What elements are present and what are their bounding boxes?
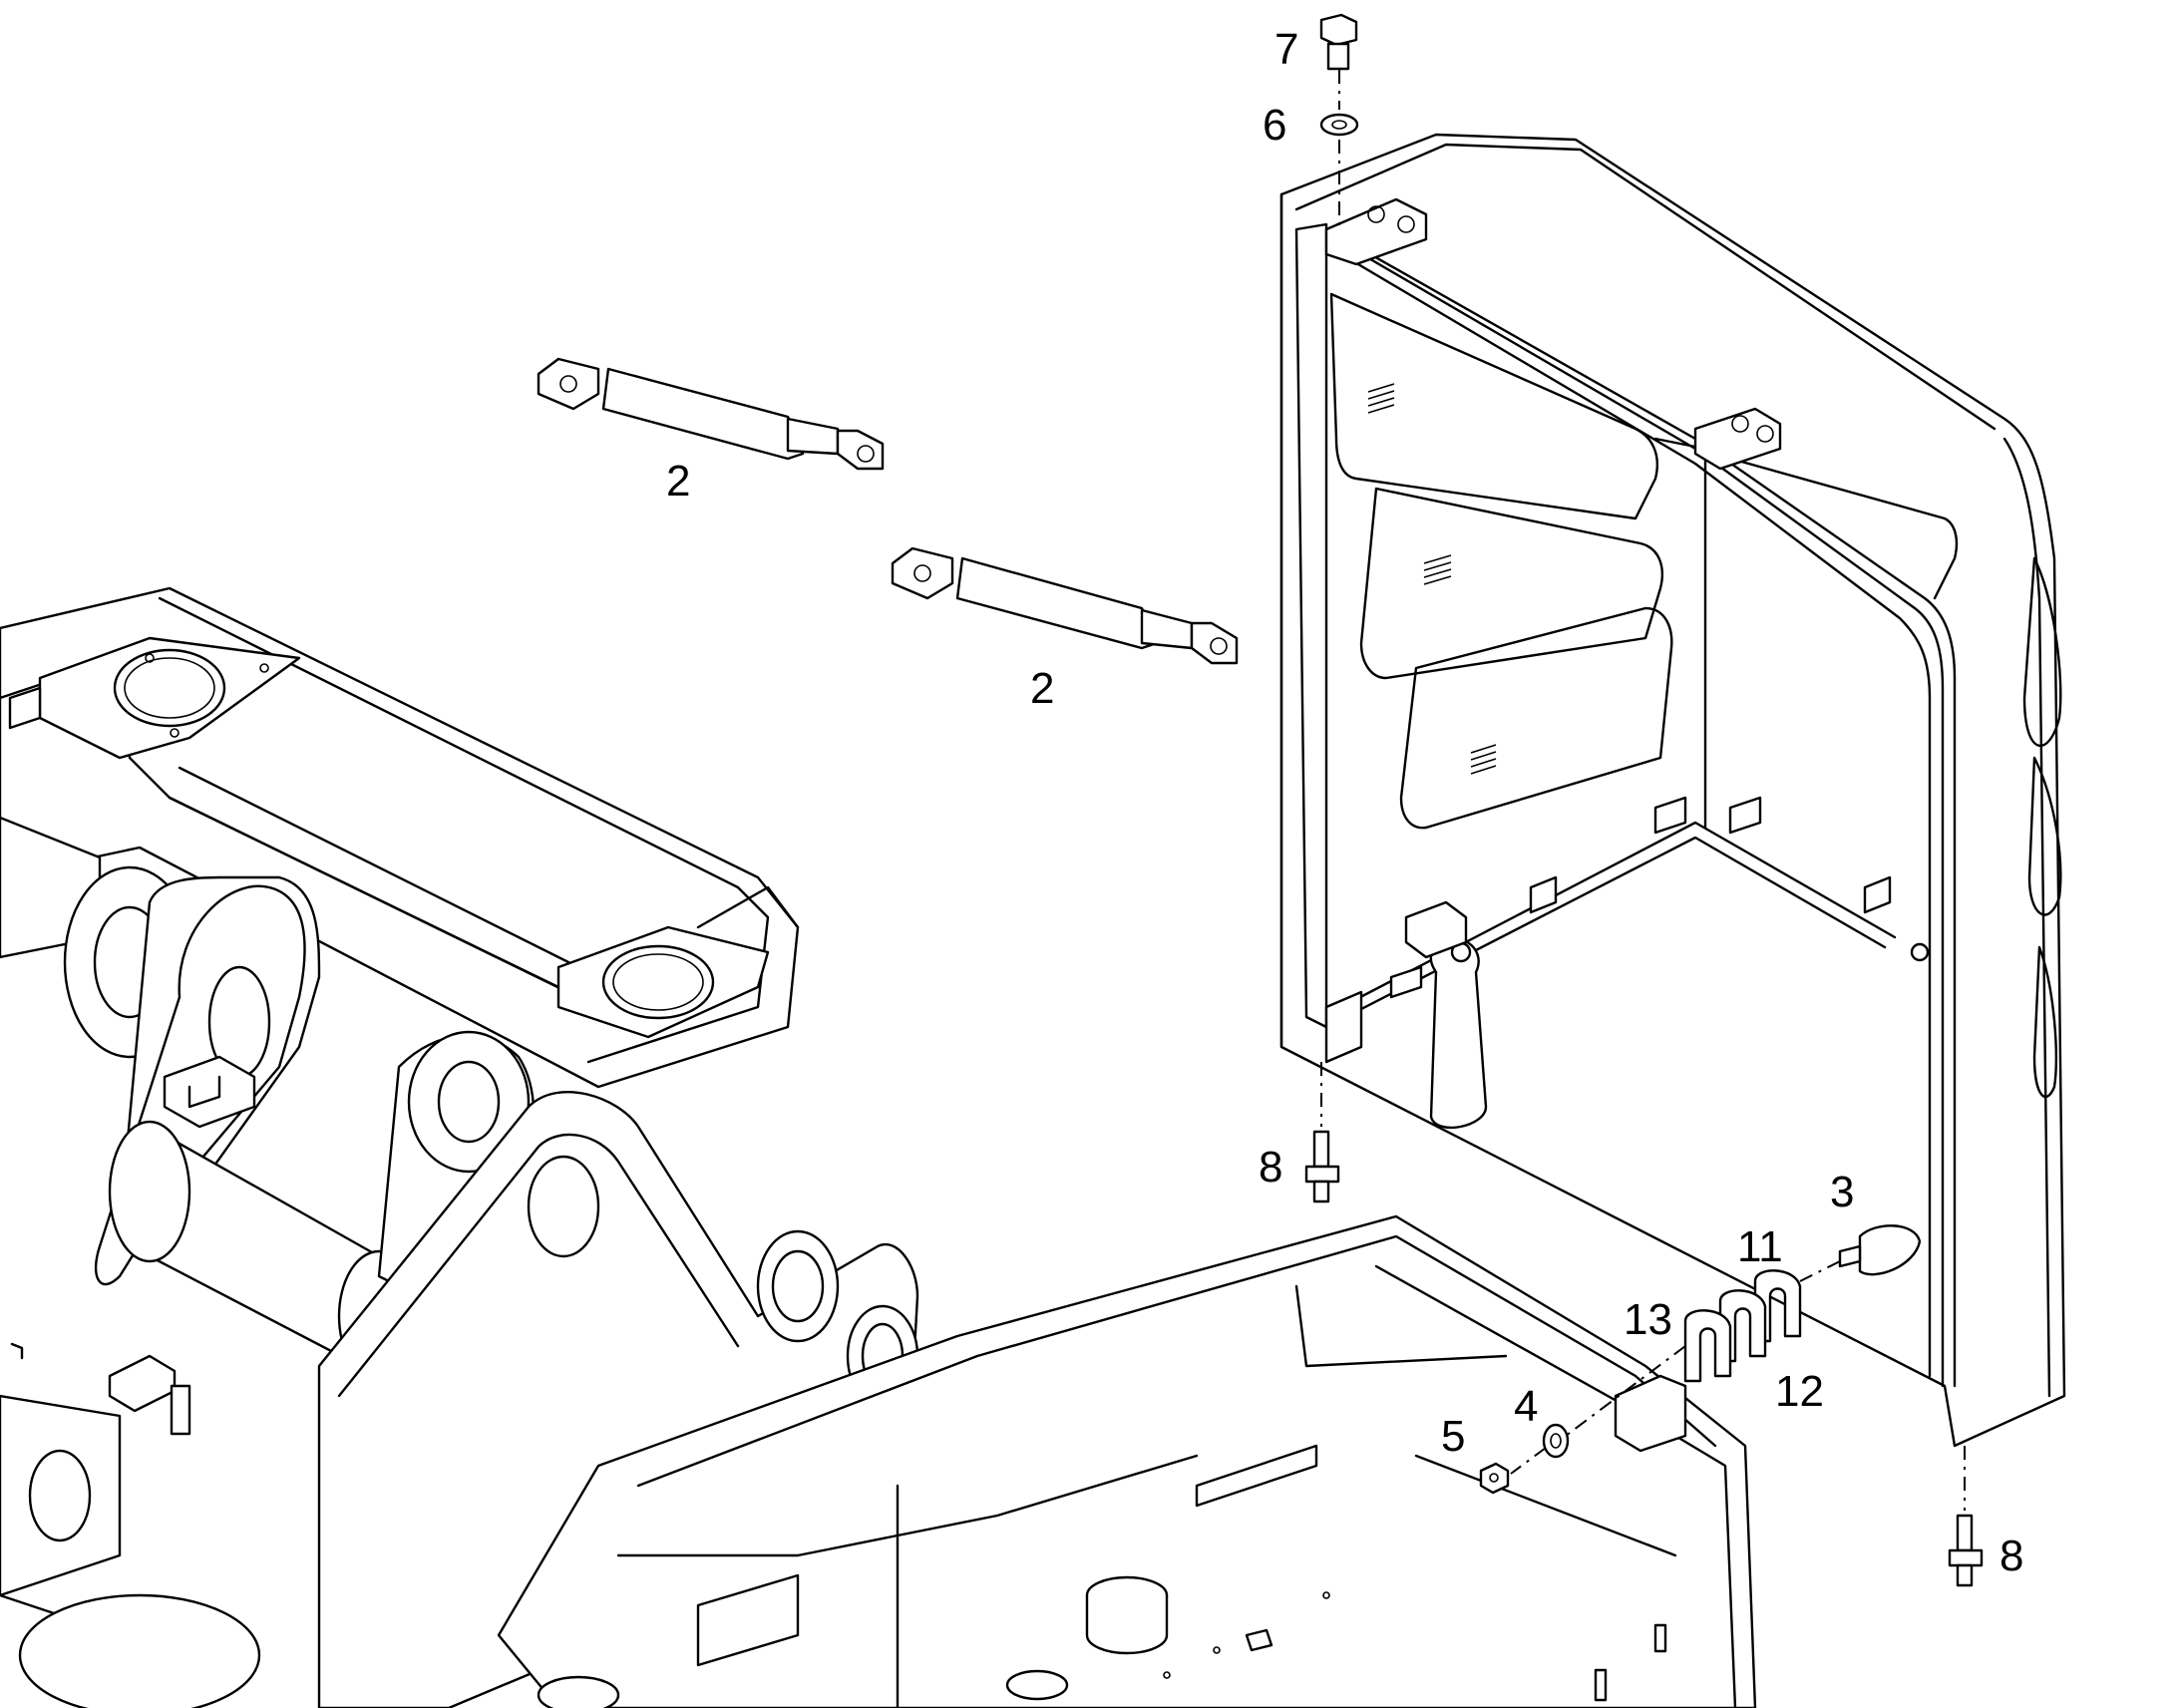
washer-part-4: [1542, 1423, 1570, 1459]
callout-label-4: 4: [1514, 1382, 1538, 1431]
callout-label-13: 13: [1624, 1295, 1672, 1344]
callout-label-3: 3: [1830, 1168, 1854, 1216]
callout-label-8-left: 8: [1259, 1143, 1282, 1192]
washer-part-6: [1319, 113, 1359, 137]
callout-labels: 7 6 2 2 8 3 11 13 12 4 5 8: [666, 25, 2023, 1580]
callout-label-12: 12: [1775, 1367, 1824, 1416]
u-shim-part-13: [1683, 1309, 1732, 1383]
nut-part-5: [1479, 1462, 1510, 1495]
engine-hood: [1279, 133, 2066, 1448]
bumper-bracket: [1614, 1374, 1687, 1453]
callout-label-8-right: 8: [1999, 1532, 2023, 1580]
u-shim-part-11: [1753, 1269, 1802, 1343]
callout-label-2-lower: 2: [1030, 664, 1054, 713]
callout-label-5: 5: [1441, 1412, 1465, 1461]
bolt-part-7: [1319, 13, 1358, 71]
callout-label-6: 6: [1263, 101, 1286, 150]
base-floor-plate: [497, 1214, 1757, 1708]
bolt-part-8-left: [1304, 1130, 1340, 1203]
callout-label-7: 7: [1274, 25, 1298, 74]
callout-label-11: 11: [1737, 1222, 1783, 1271]
callout-label-2-upper: 2: [666, 457, 690, 506]
gas-strut-upper: [537, 357, 885, 471]
bolt-part-8-right: [1948, 1514, 1984, 1587]
u-shim-part-12: [1718, 1289, 1767, 1363]
machine-frame: [0, 586, 919, 1708]
assembly-center-lines: [1320, 70, 1966, 1511]
rubber-bumper-part-3: [1838, 1224, 1922, 1276]
gas-strut-lower: [891, 546, 1239, 665]
